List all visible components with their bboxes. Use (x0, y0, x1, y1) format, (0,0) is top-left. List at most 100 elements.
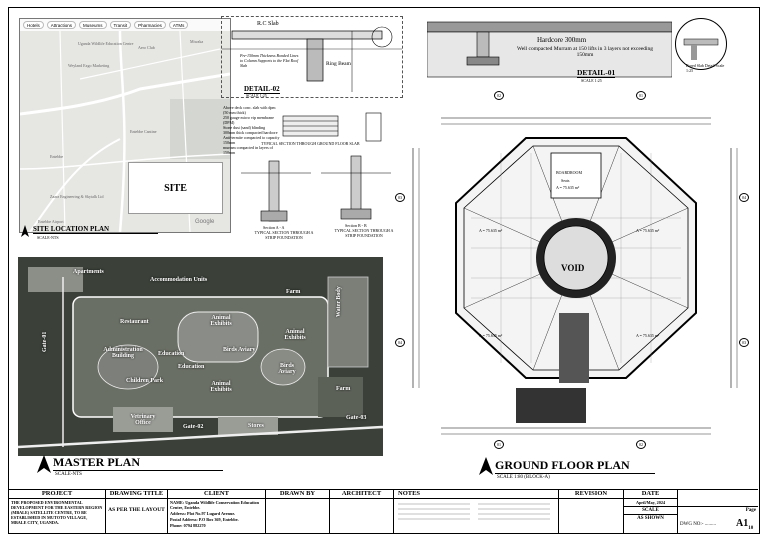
room-label: BOARDROOM (556, 170, 583, 175)
grid-marker: 03 (395, 193, 405, 202)
detail-01-title: DETAIL-01 (577, 68, 616, 78)
foundation-sections: Above deck conc. slab with dpm (50 mm th… (221, 101, 401, 251)
master-label: Animal Exhibits (210, 315, 232, 327)
master-label: Animal Exhibits (210, 381, 232, 393)
ring-beam-label: Ring Beam (326, 61, 351, 67)
tb-client-postal: Postal Address: P.O Box 369, Entebbe. (170, 517, 239, 522)
map-place: Weyland Exgo Marketing (68, 63, 110, 68)
detail-02-scale: SCALE 1:25 (246, 93, 267, 98)
room-label: A = 75.635 m² (636, 333, 660, 338)
hardcore-label: Hardcore 300mm (537, 36, 587, 44)
site-plan-title: SITE LOCATION PLAN (33, 225, 158, 234)
map-tab-pharmacies[interactable]: Pharmacies (134, 21, 166, 29)
room-label: A = 75.635 m² (479, 228, 503, 233)
master-label: Restaurant (120, 319, 149, 325)
bored-slab-detail: Bored Slab Detail Scale 1:25 (675, 18, 727, 73)
master-label: Gate-01 (42, 331, 48, 352)
detail-02-notes: Pre-150mm Thickness Bonded Lines to Colu… (240, 53, 299, 68)
tb-revision: REVISION (559, 490, 624, 533)
map-place: Uganda Wildlife Education Centre (78, 41, 134, 46)
tb-drawing-text: AS PER THE LAYOUT (108, 507, 165, 513)
grid-marker: 01 (494, 440, 504, 449)
map-tab-attractions[interactable]: Attractions (46, 21, 77, 29)
foundation-note: Above deck conc. slab with dpm (50 mm th… (223, 105, 276, 115)
foundation-drawing (241, 112, 391, 222)
drawing-sheet: Hotels Attractions Museums Transit Pharm… (8, 7, 760, 534)
tb-notes-header: NOTES (394, 490, 558, 499)
map-tab-atms[interactable]: ATMs (168, 21, 189, 29)
grid-marker: 02 (636, 440, 646, 449)
grid-marker: 04 (395, 338, 405, 347)
foundation-note: murram compacted in layers of 150mm (223, 145, 273, 155)
map-tab-hotels[interactable]: Hotels (23, 21, 44, 29)
master-label: Apartments (73, 269, 104, 275)
tb-scale-header: SCALE (624, 507, 677, 515)
room-label: Seats (561, 178, 570, 183)
foundation-note: 250 gauge micro vip membrane (DPM) (223, 115, 274, 125)
tb-page-header: Page (745, 508, 756, 513)
floor-plan-drawing (412, 117, 738, 435)
floor-slab-caption: TYPICAL SECTION THROUGH GROUND FLOOR SLA… (261, 141, 360, 146)
master-label: Gate-03 (346, 415, 367, 421)
ground-plan-scale: SCALE 1:80 (BLOCK-A) (497, 475, 550, 480)
master-label: Animal Exhibits (284, 329, 306, 341)
tb-notes-lines (398, 503, 550, 520)
map-place: Entebbe Cantine (130, 129, 157, 134)
site-plan-scale: SCALE-NTS (37, 235, 59, 240)
tb-project-text: THE PROPOSED ENVIRONMENTAL DEVELOPMENT F… (11, 500, 103, 525)
master-label: Accommodation Units (150, 277, 208, 283)
tb-project-header: PROJECT (9, 490, 105, 499)
master-plan: Apartments Accommodation Units Farm Wate… (18, 257, 383, 456)
north-arrow-icon (479, 457, 493, 475)
master-label: Birds Aviary (223, 347, 256, 353)
grid-marker: 03 (739, 338, 749, 347)
tb-drawing-title: DRAWING TITLE AS PER THE LAYOUT (106, 490, 168, 533)
master-plan-drawing (18, 257, 383, 456)
void-label: VOID (561, 263, 585, 273)
ground-plan-title: GROUND FLOOR PLAN (495, 458, 655, 474)
room-label: A = 75.635 m² (556, 185, 580, 190)
section-b-caption: TYPICAL SECTION THROUGH A STRIP FOUNDATI… (334, 228, 394, 238)
master-label: Administration Building (103, 347, 143, 359)
murram-label: Well compacted Murram at 150 lifts in 3 … (516, 46, 654, 58)
tb-drawn-by: DRAWN BY (266, 490, 330, 533)
map-tab-transit[interactable]: Transit (109, 21, 132, 29)
map-tab-museums[interactable]: Museums (79, 21, 107, 29)
tb-client-address: Address: Plot No.97 Lugard Avenue. (170, 511, 236, 516)
detail-02-frame: R.C Slab Ring Beam Pre-150mm Thickness B… (221, 16, 403, 98)
tb-architect-header: ARCHITECT (330, 490, 393, 499)
tb-client-phone: Phone: 0794 882270 (170, 523, 206, 528)
tb-drawing-header: DRAWING TITLE (106, 490, 167, 499)
detail-01-drawing (427, 21, 672, 78)
map-place: Entebbe Airport (38, 219, 64, 224)
tb-project: PROJECT THE PROPOSED ENVIRONMENTAL DEVEL… (9, 490, 106, 533)
master-label: Birds Aviary (278, 363, 296, 375)
map-place: Zaara Engineering & Skytalk Ltd (50, 194, 104, 199)
section-b-label: Section B - B (345, 223, 367, 228)
room-label: A = 75.635 m² (479, 333, 503, 338)
master-label: Farm (286, 289, 301, 295)
map-place: Entebbe (50, 154, 64, 159)
tb-revision-header: REVISION (559, 490, 623, 499)
map-roads (20, 30, 230, 232)
detail-01: Hardcore 300mm Well compacted Murram at … (427, 12, 672, 84)
tb-dwg: Page DWG NO:- ......... A110 (678, 490, 758, 533)
tb-date-header: DATE (624, 490, 677, 499)
room-label: A = 75.635 m² (636, 228, 660, 233)
master-label: Education (158, 351, 185, 357)
tb-date: April/May, 2024 (624, 499, 677, 507)
master-label: Education (178, 364, 205, 370)
master-label: Children Park (126, 378, 164, 384)
detail-01-scale: SCALE 1:25 (581, 78, 602, 83)
master-label: Stores (248, 423, 264, 429)
foundation-note: 300mm thick compacted hardcore (223, 130, 278, 135)
map-place: Aero Club (138, 45, 155, 50)
detail-02-drawing (222, 26, 402, 92)
tb-notes: NOTES (394, 490, 559, 533)
foundation-note: Stone dust (sand) blinding (223, 125, 266, 130)
tb-client-name: NAME: Uganda Wildlife Conservation Educa… (170, 500, 259, 510)
tb-architect: ARCHITECT (330, 490, 394, 533)
foundation-notes: Above deck conc. slab with dpm (50 mm th… (223, 105, 281, 155)
master-label: Water Body (336, 286, 342, 317)
map-logo: Google (195, 219, 215, 225)
